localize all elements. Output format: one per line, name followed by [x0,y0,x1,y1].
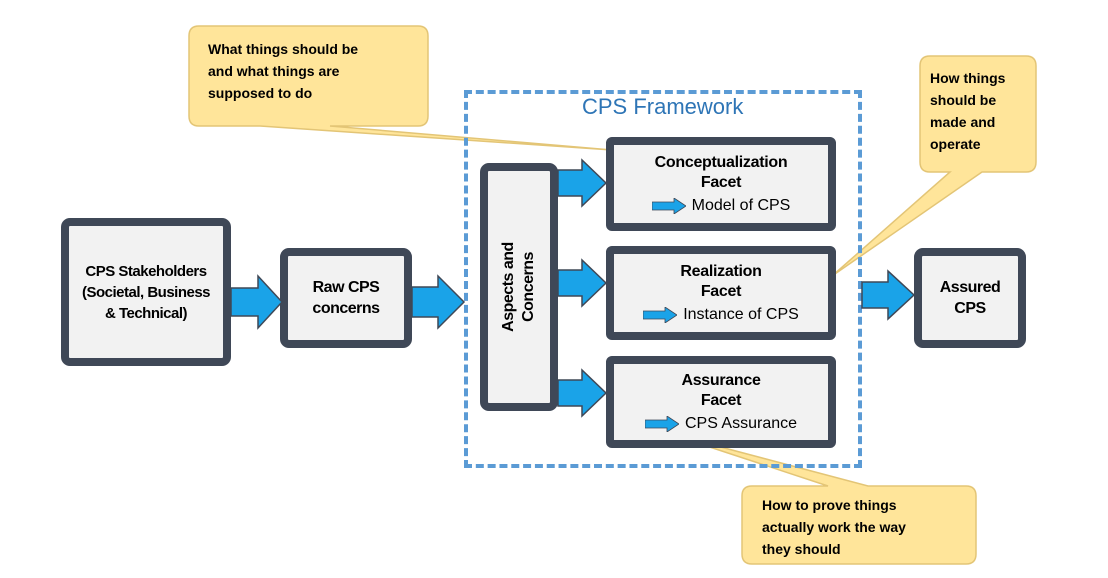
facet-title-line: Conceptualization [654,154,788,171]
assured-cps-box: Assured CPS [914,248,1026,348]
callout-line: they should [762,541,841,557]
framework-title: CPS Framework [582,94,744,119]
raw-concerns-line: Raw CPS [312,279,380,296]
callout-assurance: How to prove things actually work the wa… [762,494,906,560]
callout-line: operate [930,136,981,152]
callout-line: How things [930,70,1006,86]
callout-line: actually work the way [762,519,906,535]
arrow-icon [643,307,678,323]
facet-title-line: Facet [700,174,742,191]
arrow-aspects-to-realization [557,258,608,308]
facet-title-line: Facet [700,392,742,409]
conceptualization-facet-box: Conceptualization Facet Model of CPS [606,137,836,231]
facet-title-line: Facet [700,283,742,300]
raw-concerns-box: Raw CPS concerns [280,248,412,348]
arrow-icon [651,198,686,214]
facet-subtitle: Model of CPS [691,197,791,214]
realization-facet-box: Realization Facet Instance of CPS [606,246,836,340]
arrow-realization-to-assured [861,269,916,321]
callout-realization: How things should be made and operate [930,67,1005,155]
arrow-aspects-to-conceptualization [557,158,608,208]
facet-title-line: Assurance [681,372,761,389]
facet-subtitle: Instance of CPS [683,306,799,323]
arrow-aspects-to-assurance [557,368,608,418]
callout-assurance-shape [663,431,977,565]
stakeholders-line: CPS Stakeholders [85,262,207,280]
stakeholders-line: & Technical) [104,304,188,322]
assured-line: CPS [954,300,986,317]
callout-conceptualization-shape [188,25,613,151]
callout-conceptualization: What things should be and what things ar… [208,38,358,104]
callout-line: supposed to do [208,85,313,101]
assured-line: Assured [939,279,1001,296]
stakeholders-box: CPS Stakeholders (Societal, Business & T… [61,218,231,366]
facet-subtitle: CPS Assurance [684,415,798,432]
arrow-icon [644,416,679,432]
assurance-facet-box: Assurance Facet CPS Assurance [606,356,836,448]
arrow-stakeholders-to-raw [230,274,284,330]
stakeholders-line: (Societal, Business [81,283,211,301]
raw-concerns-line: concerns [312,300,380,317]
callout-line: How to prove things [762,497,897,513]
cps-framework-boundary [464,90,862,468]
callout-line: should be [930,92,997,108]
aspects-concerns-box: Aspects and Concerns [480,163,558,411]
callout-realization-shape [831,55,1037,277]
callout-line: and what things are [208,63,340,79]
facet-title-line: Realization [680,263,762,280]
callout-line: made and [930,114,996,130]
callout-line: What things should be [208,41,359,57]
arrow-raw-to-aspects [411,274,466,330]
